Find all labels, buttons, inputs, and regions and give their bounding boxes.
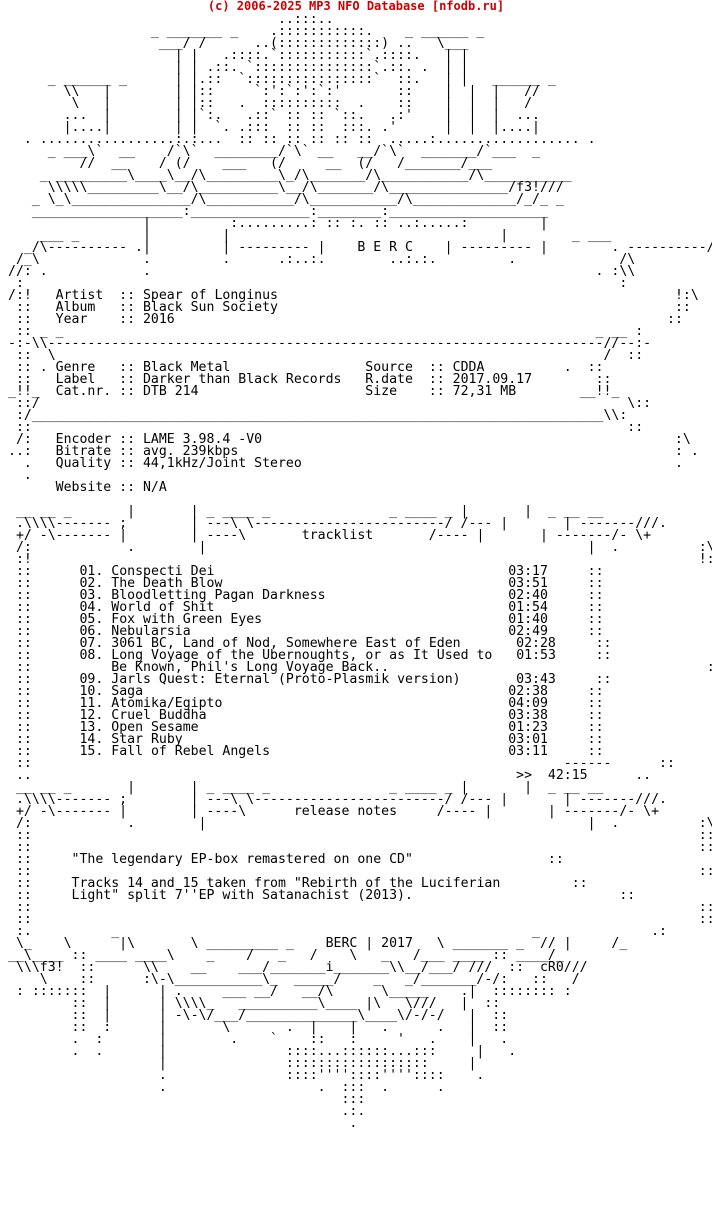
quality-value: 44,1kHz/Joint Stereo [142, 456, 302, 471]
track-04: 04. World of Shit [79, 600, 215, 615]
track-05: 05. Fox with Green Eyes [79, 612, 263, 627]
nfo-top-art: ..:::.. _ _______ _ .:::::::::::. _ ____… [23, 12, 612, 255]
track-15: 15. Fall of Rebel Angels [79, 744, 271, 759]
genre-value: Black Metal [142, 360, 231, 375]
signature-left: f3! [39, 960, 64, 975]
track-02: 02. The Death Blow [79, 576, 223, 591]
track-13: 13. Open Sesame [79, 720, 199, 735]
size-value: 72,31 MB [452, 384, 517, 399]
track-12: 12. Cruel Buddha [79, 708, 207, 723]
track-14: 14. Star Ruby [79, 732, 183, 747]
website-value: N/A [142, 480, 167, 495]
total-time: 42:15 [547, 768, 588, 783]
source-value: CDDA [452, 360, 485, 375]
nfo-art-row: | --------- | . ----------/_ /_\ . . .:.… [8, 240, 712, 303]
copyright-header: (c) 2006-2025 MP3 NFO Database [nfodb.ru… [207, 0, 505, 13]
artist-value: Spear of Longinus [142, 288, 278, 303]
track-03: 03. Bloodletting Pagan Darkness [79, 588, 326, 603]
year-value: 2016 [142, 312, 175, 327]
track-07: 07. 3061 BC, Land of Nod, Somewhere East… [79, 636, 461, 651]
group-tag: B E R C [357, 240, 413, 255]
release-notes-title: release notes [293, 804, 398, 819]
note-line-2: Tracks 14 and 15 taken from "Rebirth of … [71, 876, 501, 891]
tracklist-title: tracklist [301, 528, 374, 543]
signature-right: cR0 [539, 960, 564, 975]
album-value: Black Sun Society [142, 300, 278, 315]
footer-tag: BERC | 2017 [325, 936, 413, 951]
track-09: 09. Jarls Quest: Eternal (Proto-Plasmik … [79, 672, 461, 687]
bitrate-value: avg. 239kbps [142, 444, 239, 459]
nfo-art: ..:::.. _ _______ _ .:::::::::::. _ ____… [8, 12, 712, 1130]
track-10: 10. Saga [79, 684, 144, 699]
track-06: 06. Nebularsia [79, 624, 191, 639]
track-11: 11. Atomika/Egipto [79, 696, 223, 711]
track-01: 01. Conspecti Dei [79, 564, 215, 579]
catnr-value: DTB 214 [142, 384, 199, 399]
note-line-3: Light" split 7''EP with Satanachist (201… [71, 888, 413, 903]
label-value: Darker than Black Records [142, 372, 342, 387]
rdate-value: 2017.09.17 [452, 372, 533, 387]
track-08-cont: Be Known, Phil's Long Voyage Back.. [111, 660, 390, 675]
track-08: 08. Long Voyage of the Ubernoughts, or a… [79, 648, 493, 663]
note-line-1: "The legendary EP-box remastered on one … [71, 852, 413, 867]
encoder-value: LAME 3.98.4 -V0 [142, 432, 263, 447]
